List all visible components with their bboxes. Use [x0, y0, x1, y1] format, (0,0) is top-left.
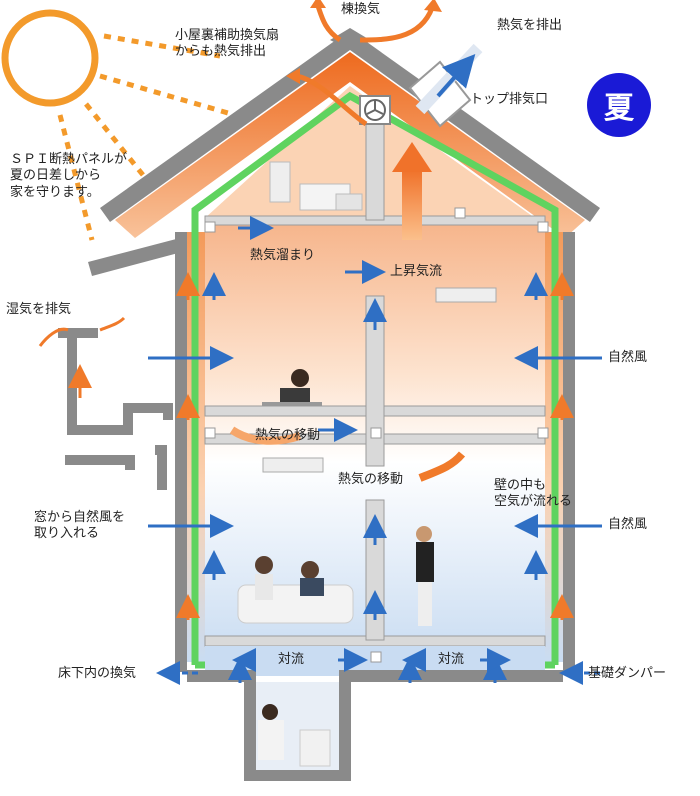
label-convection-right: 対流	[438, 652, 465, 667]
label-heat-exhaust: 熱気を排出	[497, 18, 563, 33]
damper-icon	[204, 207, 549, 663]
floors	[204, 119, 546, 647]
label-attic-fan: 小屋裏補助換気扇 からも熱気排出	[175, 28, 280, 60]
crawl-storage	[258, 704, 331, 767]
wind-arrows	[148, 216, 602, 685]
right-outer-wall	[563, 232, 575, 672]
label-updraft: 上昇気流	[390, 264, 443, 279]
annex-outline	[65, 330, 173, 490]
label-wall-air: 壁の中も 空気が流れる	[494, 478, 573, 510]
updraft-arrow	[392, 142, 432, 240]
air-conditioner-upper	[435, 287, 497, 303]
crawl-space	[187, 646, 563, 781]
label-heat-pool: 熱気溜まり	[250, 248, 316, 263]
label-convection-left: 対流	[278, 652, 305, 667]
air-conditioner-lower	[262, 457, 324, 473]
moisture-exhaust-arrows	[38, 316, 126, 398]
label-ridge-vent: 棟換気	[341, 2, 381, 17]
label-natural-wind-lower: 自然風	[608, 517, 648, 532]
label-heat-move-upper: 熱気の移動	[255, 428, 321, 443]
person-at-desk	[262, 369, 322, 406]
label-heat-move-lower: 熱気の移動	[338, 472, 404, 487]
label-natural-wind-upper: 自然風	[608, 350, 648, 365]
left-eave	[88, 238, 182, 276]
label-underfloor-vent: 床下内の換気	[58, 666, 137, 681]
ridge-exhaust-arrows	[295, 5, 435, 127]
sun-icon	[1, 9, 236, 241]
label-foundation-damper: 基礎ダンパー	[588, 666, 667, 681]
heat-move-swoosh	[418, 451, 466, 482]
season-badge: 夏	[587, 73, 651, 137]
person-standing	[416, 526, 434, 626]
heat-exhaust-arrow	[415, 43, 483, 115]
label-top-vent: トップ排気口	[470, 92, 549, 107]
wall-heat-arrows	[176, 272, 574, 620]
vent-fan-icon	[359, 95, 391, 125]
label-moisture-exhaust: 湿気を排気	[6, 302, 72, 317]
label-spi-panel: ＳＰＩ断熱パネルが 夏の日差しから 家を守ります。	[10, 152, 128, 200]
left-outer-wall	[175, 232, 187, 672]
label-window-wind: 窓から自然風を 取り入れる	[34, 510, 126, 542]
attic-shelves	[269, 161, 363, 211]
living-room-furniture	[237, 556, 354, 624]
